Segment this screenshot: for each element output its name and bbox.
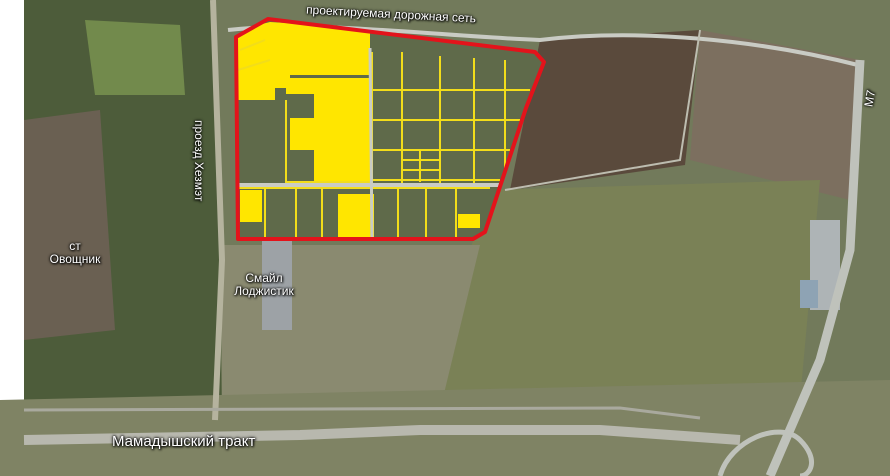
warehouse-label-line1: Смайл (245, 271, 283, 285)
warehouse-label-line2: Лоджистик (234, 284, 294, 299)
site-boundary (234, 17, 546, 241)
plot-northwest (238, 22, 370, 100)
passage-road (210, 0, 226, 421)
field-southeast (430, 180, 820, 420)
warehouse-building (262, 240, 292, 330)
highway-m7-road (765, 59, 865, 476)
settlement-area (24, 110, 115, 340)
cleared-land (222, 245, 480, 410)
settlement-label-line1: ст (69, 239, 81, 253)
plot-south-b (338, 194, 374, 239)
plot-small-a (290, 118, 318, 150)
field-track (504, 29, 701, 191)
site-internal-road-vertical (368, 47, 374, 239)
main-road-line (23, 425, 741, 445)
plot-central (314, 78, 370, 182)
field-northeast (690, 30, 860, 200)
field-west (85, 20, 185, 95)
service-road (23, 406, 701, 420)
site-area (236, 19, 544, 239)
east-warehouse-roof (800, 280, 818, 308)
interchange (717, 429, 814, 476)
main-road-label: Мамадышский тракт (112, 433, 256, 450)
warehouse-label: Смайл Лоджистик (222, 271, 306, 299)
plot-south-a (240, 190, 262, 222)
plot-south-c (458, 214, 480, 228)
settlement-label: ст Овощник (30, 239, 120, 267)
settlement-label-line2: Овощник (49, 252, 101, 267)
plowed-field-north (510, 30, 700, 190)
left-margin (0, 0, 24, 476)
passage-label: проезд Хезмэт (192, 120, 206, 202)
